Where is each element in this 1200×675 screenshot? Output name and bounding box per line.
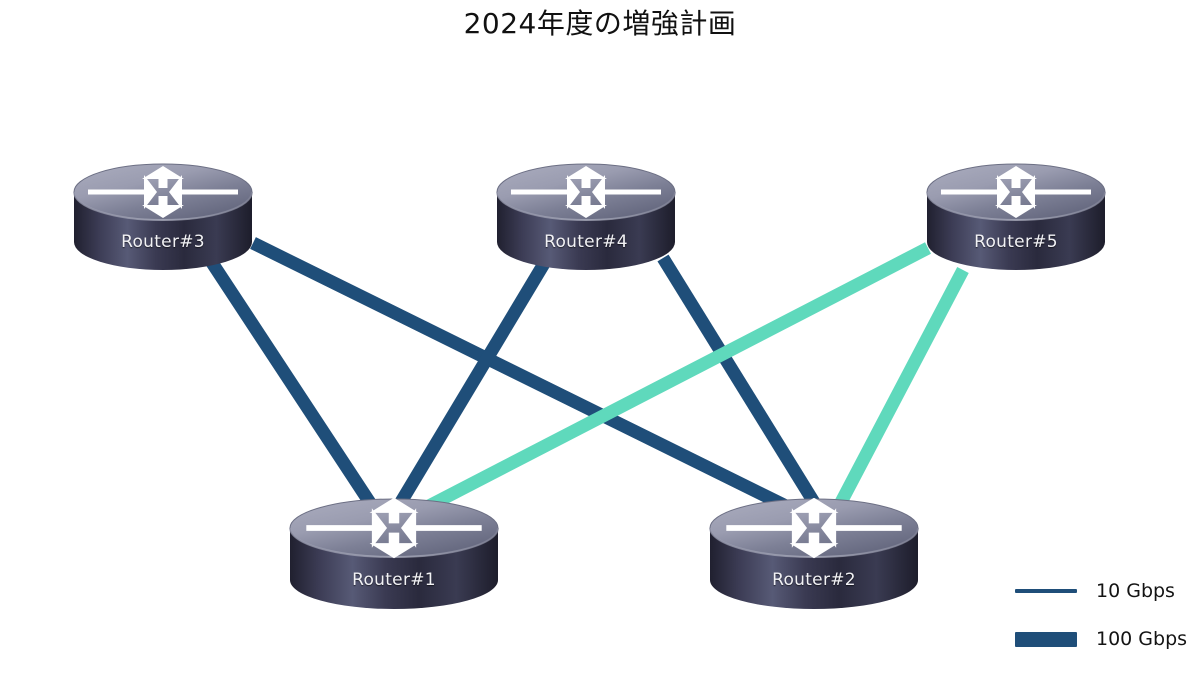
arrow-up-icon	[789, 497, 839, 524]
router-arrows	[511, 166, 661, 218]
network-link-r4-r1[interactable]	[389, 258, 551, 516]
arrow-down-icon	[142, 196, 184, 218]
router-node-r3[interactable]: Router#3	[72, 163, 254, 271]
network-link-r4-r2[interactable]	[657, 254, 826, 516]
arrow-down-icon	[369, 532, 419, 559]
links-group	[199, 237, 969, 519]
arrow-up-icon	[565, 166, 607, 188]
arrow-down-icon	[789, 532, 839, 559]
arrow-right-inward-icon	[88, 175, 157, 209]
arrow-up-icon	[995, 166, 1037, 188]
arrow-down-icon	[995, 196, 1037, 218]
arrow-left-inward-icon	[1022, 175, 1091, 209]
arrow-right-inward-icon	[306, 508, 388, 548]
arrow-down-icon	[565, 196, 607, 218]
legend-item-0[interactable]: 10 Gbps	[1010, 580, 1175, 602]
arrow-left-inward-icon	[169, 175, 238, 209]
network-link-r3-r1[interactable]	[199, 248, 384, 519]
arrow-up-icon	[142, 166, 184, 188]
page-title: 2024年度の増強計画	[463, 7, 737, 40]
network-link-r3-r2[interactable]	[250, 237, 801, 518]
legend-label: 100 Gbps	[1096, 628, 1188, 650]
arrow-left-inward-icon	[400, 508, 482, 548]
arrow-right-inward-icon	[941, 175, 1010, 209]
legend-swatch-wrap	[1010, 631, 1082, 647]
cisco-router-icon	[289, 497, 499, 609]
network-link-r5-r2[interactable]	[832, 266, 969, 512]
arrow-right-inward-icon	[511, 175, 580, 209]
router-arrows	[306, 497, 482, 559]
router-node-r2[interactable]: Router#2	[708, 497, 920, 610]
router-node-r1[interactable]: Router#1	[288, 497, 500, 610]
router-rim-highlight	[73, 191, 253, 221]
router-rim-highlight	[496, 191, 676, 221]
legend-line-swatch	[1015, 631, 1077, 647]
legend-swatch-wrap	[1010, 589, 1082, 593]
network-link-r5-r1[interactable]	[422, 242, 931, 514]
legend-item-1[interactable]: 100 Gbps	[1010, 628, 1187, 650]
arrow-right-inward-icon	[726, 508, 808, 548]
arrow-up-icon	[369, 497, 419, 524]
arrow-left-inward-icon	[592, 175, 661, 209]
router-arrows	[88, 166, 238, 218]
legend-line-swatch	[1015, 589, 1077, 593]
cisco-router-icon	[926, 163, 1106, 270]
router-arrows	[726, 497, 902, 559]
cisco-router-icon	[709, 497, 919, 609]
cisco-router-icon	[73, 163, 253, 270]
legend-label: 10 Gbps	[1096, 580, 1175, 602]
router-node-r5[interactable]: Router#5	[925, 163, 1107, 271]
arrow-left-inward-icon	[820, 508, 902, 548]
cisco-router-icon	[496, 163, 676, 270]
router-arrows	[941, 166, 1091, 218]
router-node-r4[interactable]: Router#4	[495, 163, 677, 271]
router-rim-highlight	[926, 191, 1106, 221]
